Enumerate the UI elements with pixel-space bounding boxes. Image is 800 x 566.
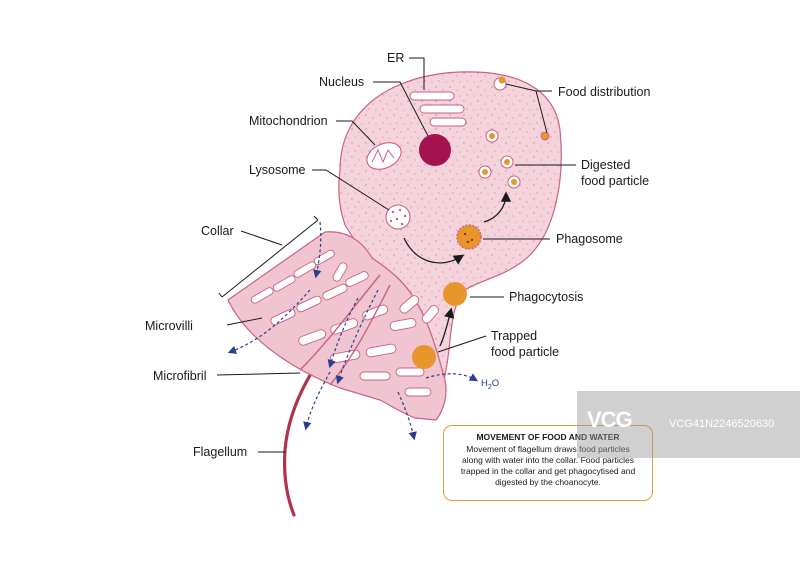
food-distribution-particles: [493, 76, 550, 141]
info-box-line-2: along with water into the collar. Food p…: [462, 455, 634, 465]
arrow-phagosome-to-digested: [483, 191, 512, 223]
trapped-food-particle: [412, 345, 436, 369]
phagocytosis-particle: [443, 282, 467, 306]
label-trapped-1: Trapped: [491, 329, 537, 343]
label-collar: Collar: [201, 224, 234, 238]
arrow-trapped-to-phagocytosis: [439, 307, 455, 347]
label-er: ER: [387, 51, 404, 65]
info-box: MOVEMENT OF FOOD AND WATER Movement of f…: [443, 425, 653, 501]
water-flow-arrows: [227, 221, 479, 441]
watermark: VCG VCG41N2246520630: [577, 391, 800, 458]
info-box-line-1: Movement of flagellum draws food particl…: [466, 444, 630, 454]
label-nucleus: Nucleus: [319, 75, 364, 89]
label-phagosome: Phagosome: [556, 232, 623, 246]
label-digested-1: Digested: [581, 158, 630, 172]
arrow-lysosome-to-phagosome: [403, 237, 465, 265]
er-organelle: [409, 91, 467, 127]
label-digested-2: food particle: [581, 174, 649, 188]
info-box-line-3: trapped in the collar and get phagocytis…: [460, 466, 636, 476]
label-mitochondrion: Mitochondrion: [249, 114, 328, 128]
label-trapped-2: food particle: [491, 345, 559, 359]
label-microfibril: Microfibril: [153, 369, 206, 383]
lysosome-organelle: [385, 204, 411, 230]
collar-bracket: [218, 215, 319, 298]
label-food-distribution: Food distribution: [558, 85, 650, 99]
label-phagocytosis: Phagocytosis: [509, 290, 583, 304]
microvilli: [250, 249, 439, 397]
watermark-logo: VCG: [587, 407, 633, 432]
label-h2o: H2O: [481, 378, 499, 391]
watermark-code: VCG41N2246520630: [669, 418, 775, 430]
leader-lines: [216, 57, 576, 453]
label-flagellum: Flagellum: [193, 445, 247, 459]
info-box-line-4: digested by the choanocyte.: [495, 477, 601, 487]
info-box-title: MOVEMENT OF FOOD AND WATER: [476, 432, 620, 442]
label-microvilli: Microvilli: [145, 319, 193, 333]
digested-food-particles: [478, 129, 521, 189]
mitochondrion-organelle: [366, 142, 402, 170]
phagosome-organelle: [456, 224, 482, 250]
nucleus-organelle: [419, 134, 451, 166]
label-lysosome: Lysosome: [249, 163, 306, 177]
